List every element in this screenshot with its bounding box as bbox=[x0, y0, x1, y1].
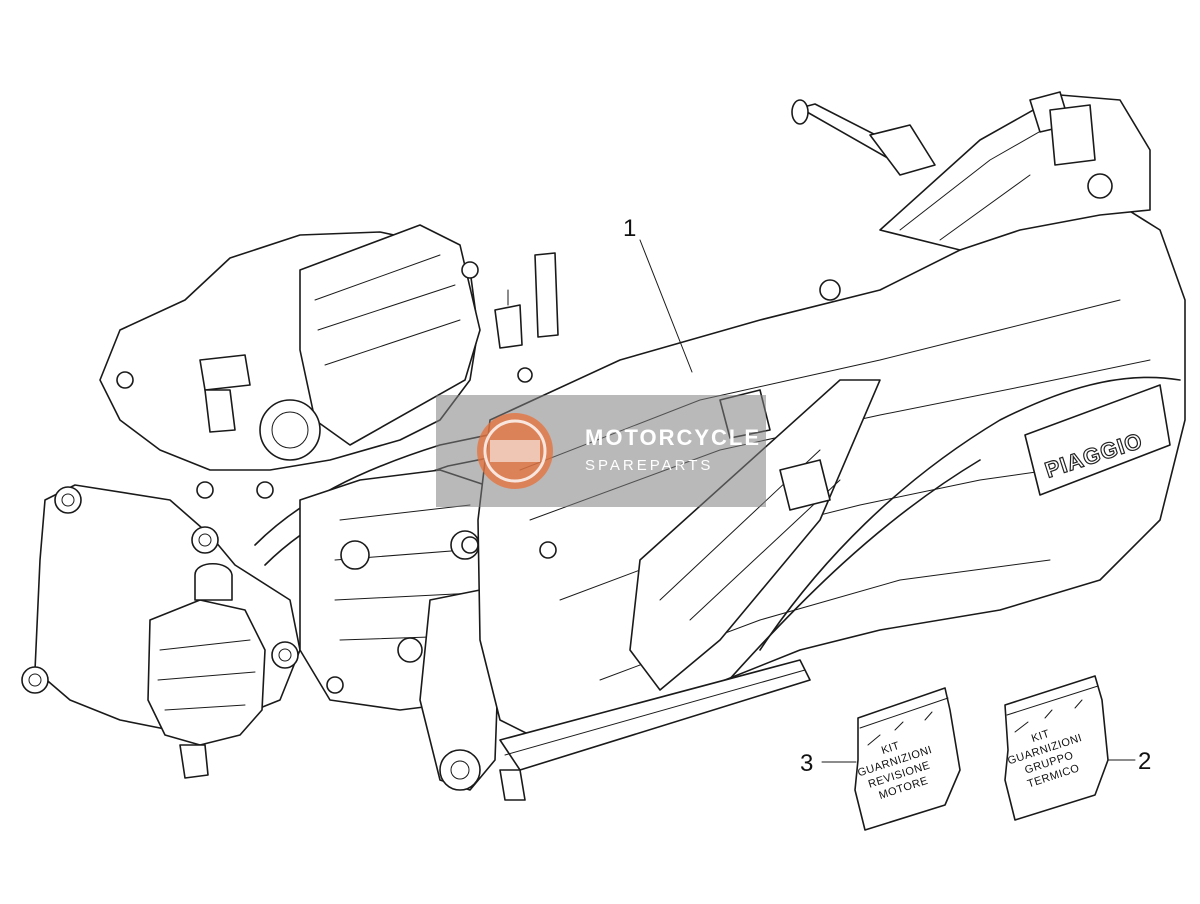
watermark-overlay: MOTORCYCLE SPAREPARTS bbox=[436, 395, 766, 507]
engine-assembly[interactable]: PIAGGIO bbox=[21, 91, 1186, 801]
kit-bag-thermal-group[interactable]: KIT GUARNIZIONI GRUPPO TERMICO bbox=[1002, 675, 1109, 821]
watermark-line2: SPAREPARTS bbox=[585, 457, 713, 474]
callout-1[interactable]: 1 bbox=[623, 215, 693, 373]
callout-2[interactable]: 2 bbox=[1107, 748, 1151, 775]
callout-label-2: 2 bbox=[1138, 748, 1151, 775]
callout-label-3: 3 bbox=[800, 750, 813, 777]
kit3-line1: KIT bbox=[880, 740, 901, 757]
callout-label-1: 1 bbox=[623, 215, 636, 242]
watermark-logo-icon bbox=[477, 413, 553, 489]
watermark-line1: MOTORCYCLE bbox=[585, 425, 761, 450]
kit-bag-gasket-overhaul[interactable]: KIT GUARNIZIONI REVISIONE MOTORE bbox=[852, 687, 961, 831]
kit2-line1: KIT bbox=[1030, 728, 1051, 745]
callout-3[interactable]: 3 bbox=[800, 750, 857, 777]
